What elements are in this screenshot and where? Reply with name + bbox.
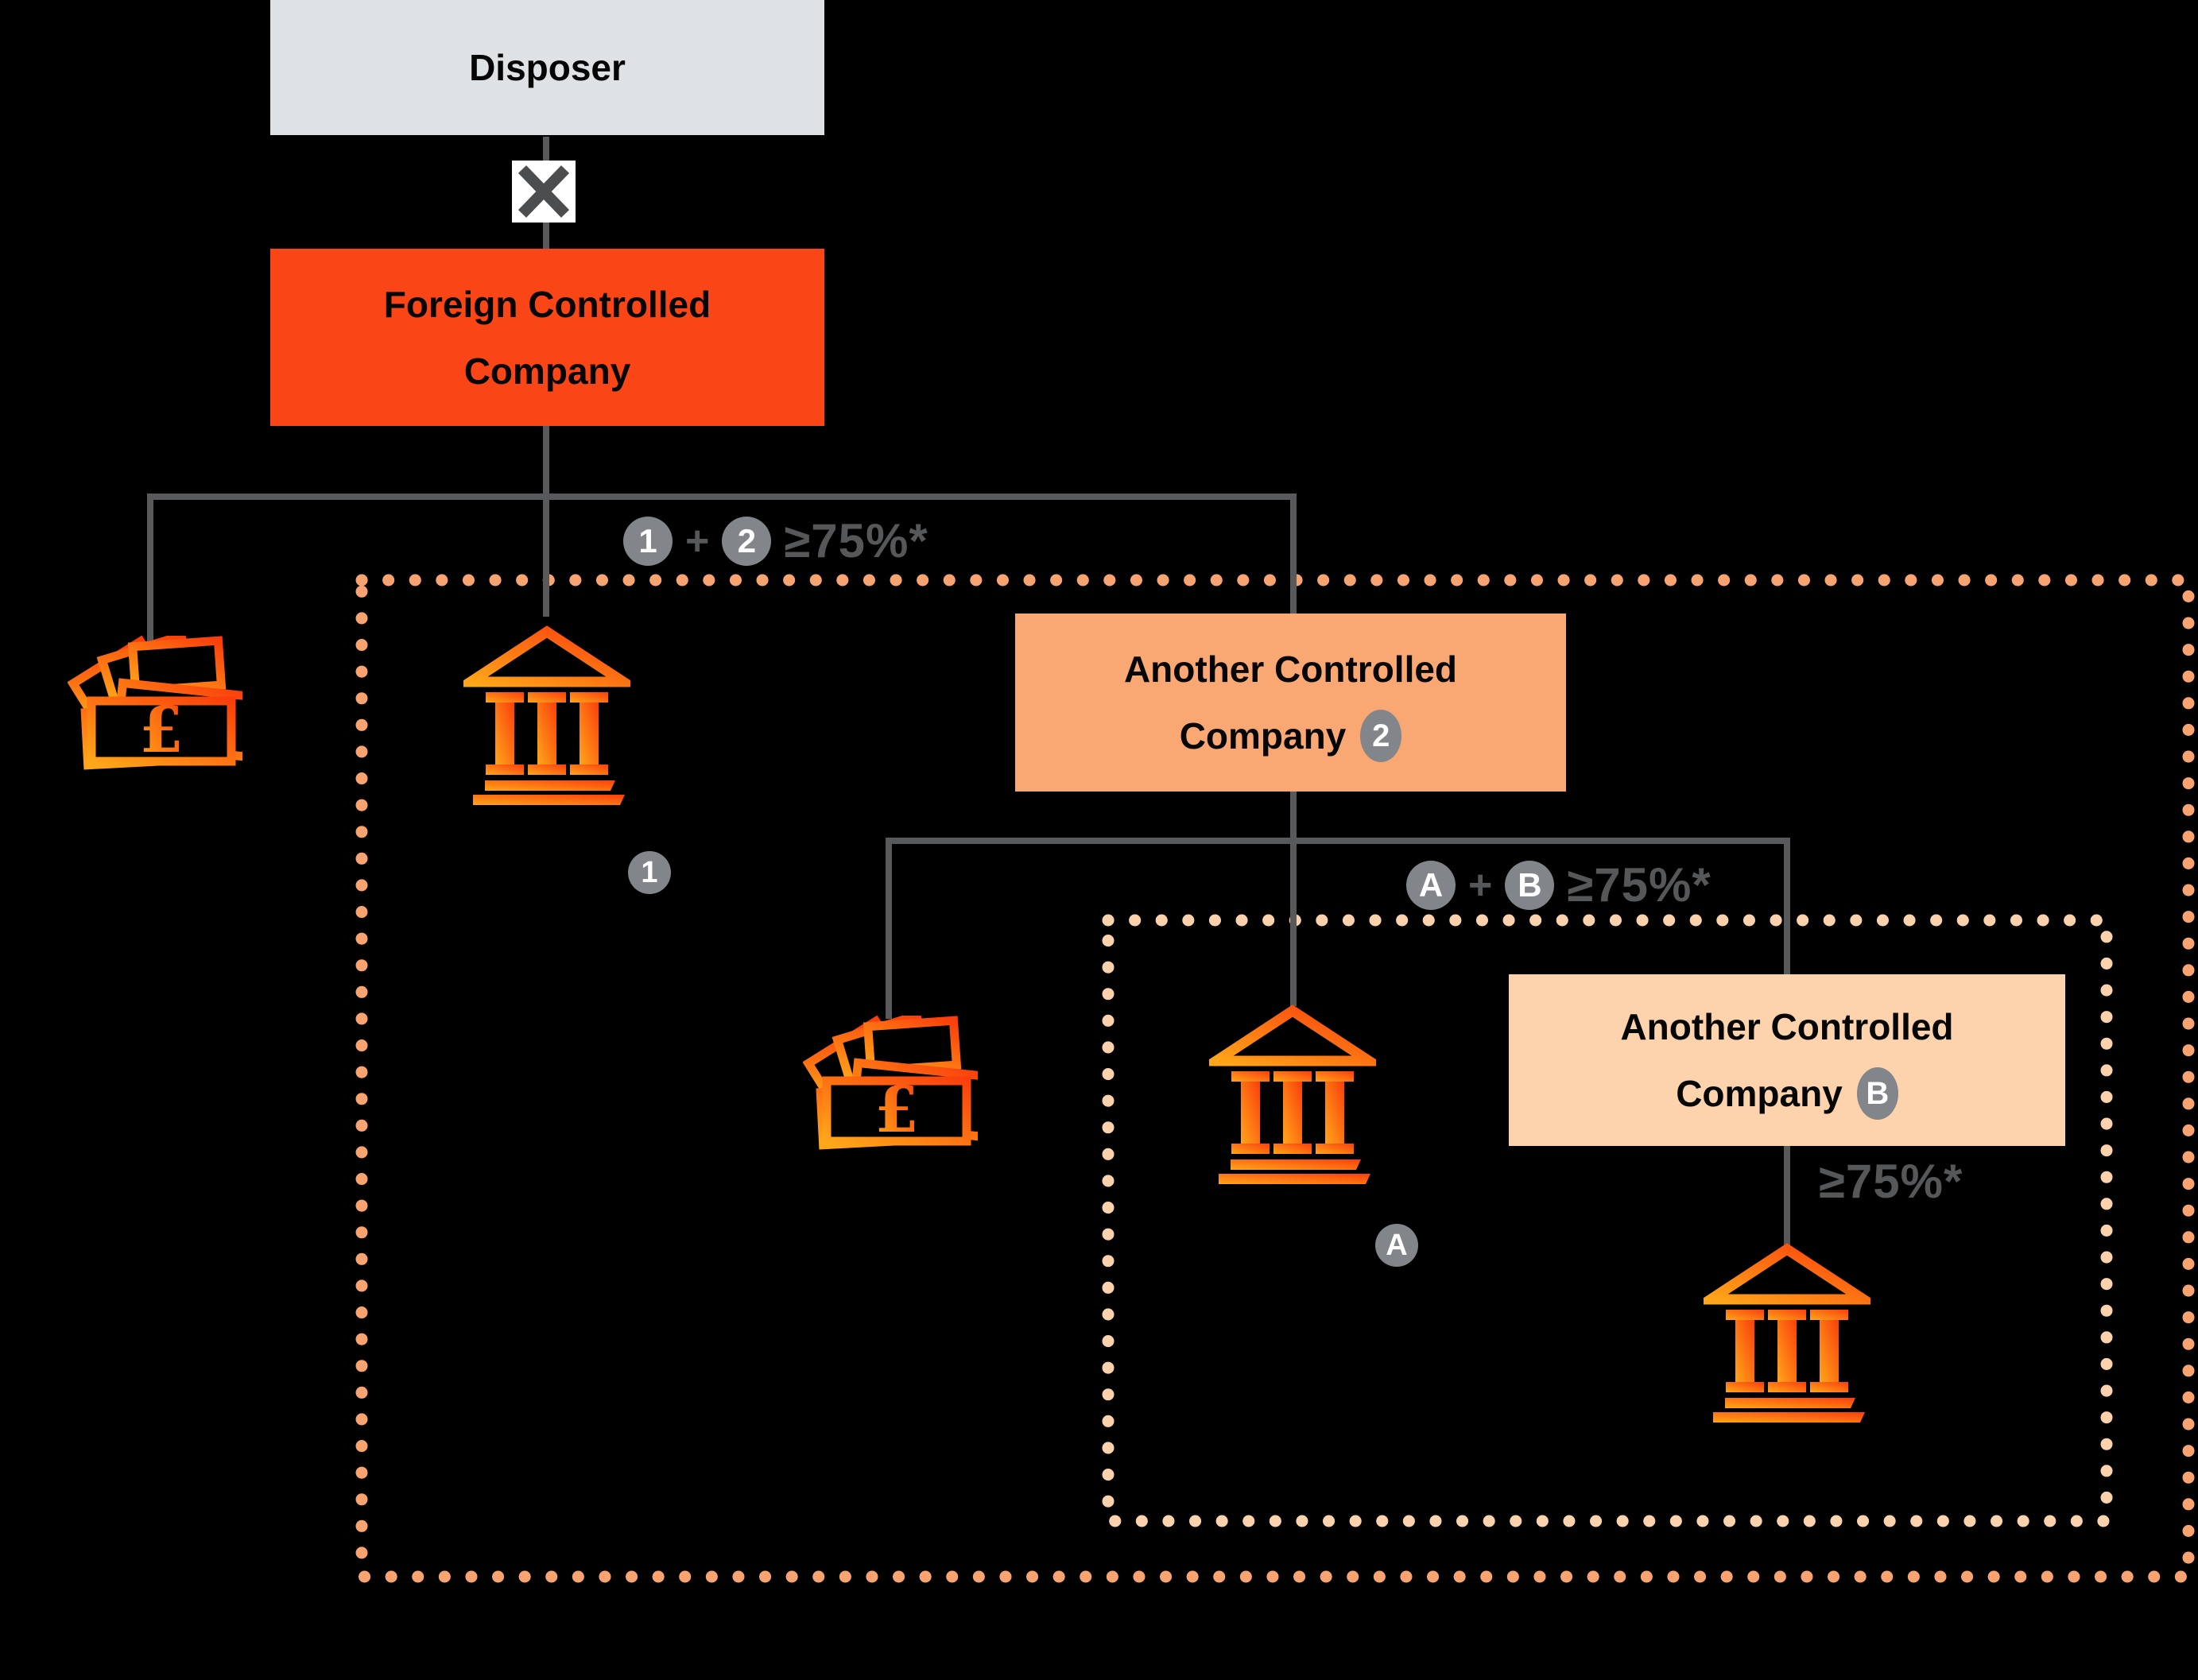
foreign-company-label-line2: Company [463, 350, 631, 392]
ownership-formula-level1: 1 + 2 ≥75%* [623, 513, 928, 568]
formula1-badge-2: 2 [722, 516, 772, 566]
connector-level2-to-companyb [1784, 838, 1790, 976]
formula1-threshold: ≥75%* [784, 514, 928, 567]
formula1-plus: + [685, 517, 710, 564]
bank-icon [1704, 1243, 1870, 1423]
connector-companyb-to-bank3 [1784, 1146, 1790, 1246]
foreign-company-box: Foreign Controlled Company [270, 249, 824, 426]
formula2-badge-a: A [1406, 860, 1456, 910]
bank-icon-1 [463, 624, 630, 805]
formula2-threshold: ≥75%* [1567, 858, 1711, 912]
connector-level1-to-company2 [1290, 494, 1297, 614]
bank1-share-badge: 1 [628, 851, 671, 894]
pound-symbol: £ [139, 692, 184, 767]
formula1-badge-1: 1 [623, 516, 673, 566]
banknotes-icon: £ [68, 636, 242, 770]
bank-icon [463, 625, 630, 805]
foreign-company-label-line1: Foreign Controlled [383, 283, 711, 325]
companyb-badge: B [1856, 1067, 1898, 1120]
company2-label-line2: Company [1179, 715, 1347, 757]
companyb-label-line2: Company [1676, 1073, 1843, 1114]
banknotes-icon: £ [803, 1016, 978, 1150]
bank-icon-3 [1704, 1241, 1870, 1423]
disposal-x-marker [512, 161, 576, 223]
money-icon-1: £ [68, 636, 242, 771]
disposer-box: Disposer [270, 0, 824, 135]
connector-company2-to-bank2 [1290, 792, 1297, 1006]
company2-badge: 2 [1360, 710, 1402, 762]
pound-symbol: £ [874, 1072, 919, 1147]
disposer-label: Disposer [469, 47, 626, 88]
money-icon-2: £ [803, 1016, 978, 1151]
bank2-share-badge: A [1375, 1224, 1418, 1267]
connector-level1-to-money1 [147, 494, 153, 672]
connector-foreign-to-bank1 [543, 426, 549, 617]
connector-level2-horizontal [886, 838, 1790, 844]
controlled-company-b-box: Another Controlled Company B [1509, 974, 2065, 1146]
companyb-label-line1: Another Controlled [1620, 1006, 1954, 1047]
ownership-formula-level2: A + B ≥75%* [1406, 857, 1711, 912]
bank-icon [1209, 1005, 1376, 1184]
formula2-plus: + [1468, 861, 1493, 908]
connector-level2-to-money2 [886, 838, 892, 1019]
bank-icon-2 [1209, 1003, 1376, 1184]
outer-ownership-dashed-box [355, 574, 2195, 1583]
controlled-company-2-box: Another Controlled Company 2 [1015, 614, 1566, 792]
formula2-badge-b: B [1505, 860, 1555, 910]
x-mark-icon [518, 165, 570, 218]
ownership-threshold-level3: ≥75%* [1819, 1155, 1963, 1208]
connector-level1-horizontal [150, 494, 1297, 500]
company2-label-line1: Another Controlled [1123, 648, 1458, 690]
